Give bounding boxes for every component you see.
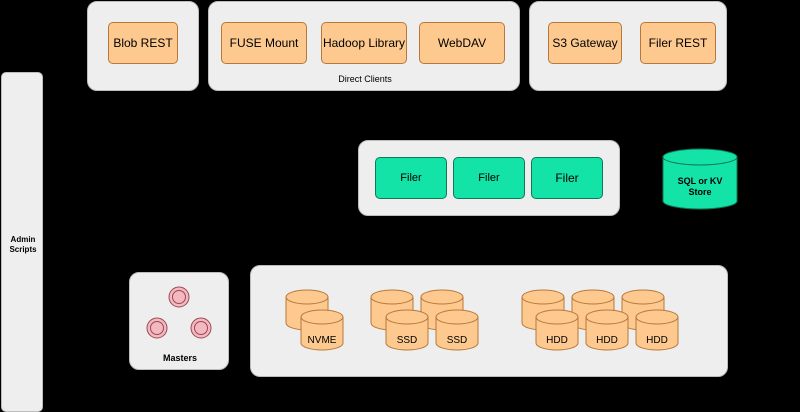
ssd-drive-1: SSD — [385, 309, 429, 351]
gateway-group: S3 Gateway Filer REST — [529, 1, 727, 91]
fuse-mount-box: FUSE Mount — [221, 22, 307, 64]
webdav-box: WebDAV — [419, 22, 505, 64]
ssd-label-1: SSD — [397, 335, 418, 346]
master-node-2 — [146, 317, 168, 339]
store-cylinder-shape — [662, 148, 738, 210]
hdd-drive-2: HDD — [585, 309, 629, 351]
direct-clients-group: FUSE Mount Hadoop Library WebDAV Direct … — [208, 1, 520, 91]
sql-kv-store: SQL or KV Store — [662, 148, 738, 210]
admin-label-line2: Scripts — [9, 245, 37, 254]
admin-scripts-label: Admin Scripts — [2, 235, 44, 255]
ssd-label-2: SSD — [447, 335, 468, 346]
s3-gateway-box: S3 Gateway — [548, 22, 622, 64]
hdd-label-3: HDD — [646, 335, 668, 346]
filer-box-1: Filer — [375, 157, 447, 199]
store-label: SQL or KV Store — [662, 176, 738, 198]
nvme-drive: NVME — [300, 309, 344, 351]
blob-client-group: Blob REST — [87, 1, 199, 91]
masters-label: Masters — [162, 353, 198, 363]
ssd-drive-2: SSD — [435, 309, 479, 351]
hdd-label-1: HDD — [546, 335, 568, 346]
store-label-line2: Store — [688, 187, 712, 197]
master-node-3 — [190, 317, 212, 339]
master-nodes — [146, 286, 212, 339]
master-node-1 — [168, 286, 190, 308]
hadoop-library-box: Hadoop Library — [321, 22, 407, 64]
admin-label-line1: Admin — [10, 235, 36, 244]
hdd-label-2: HDD — [596, 335, 618, 346]
nvme-label: NVME — [308, 335, 337, 346]
blob-rest-box: Blob REST — [108, 22, 178, 64]
volume-servers-group: NVME SSD SSD HDD HDD HDD — [250, 265, 728, 377]
filer-box-2: Filer — [453, 157, 525, 199]
masters-group: Masters — [129, 272, 229, 370]
hdd-drive-1: HDD — [535, 309, 579, 351]
hdd-drive-3: HDD — [635, 309, 679, 351]
drives: NVME SSD SSD HDD HDD HDD — [285, 289, 679, 351]
filer-box-3: Filer — [531, 157, 603, 199]
filer-rest-box: Filer REST — [640, 22, 716, 64]
direct-clients-caption: Direct Clients — [338, 74, 392, 84]
admin-scripts-panel: Admin Scripts — [1, 72, 43, 412]
filers-group: Filer Filer Filer — [358, 140, 620, 216]
store-label-line1: SQL or KV — [677, 176, 723, 186]
